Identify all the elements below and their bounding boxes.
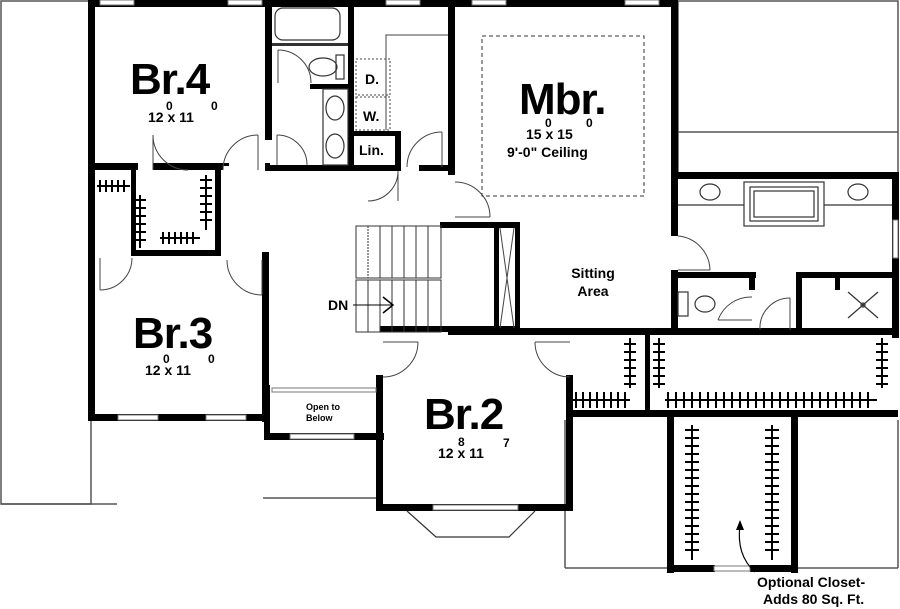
dim-br4-width-in: 0 <box>166 99 173 113</box>
dim-br4: 12 x 11 <box>148 110 194 124</box>
walls <box>88 0 899 573</box>
laundry-appliances <box>355 58 391 131</box>
room-label-br3: Br.3 <box>133 309 213 358</box>
dim-br3-length-in: 0 <box>208 352 215 366</box>
dim-sep: x <box>164 362 173 378</box>
dim-br4-width: 12 <box>148 109 164 125</box>
dim-br2: 12 x 11 <box>438 446 484 460</box>
dim-mbr-length-in: 0 <box>586 116 593 130</box>
stairs-down-label: DN <box>328 297 349 313</box>
dim-br3-width: 12 <box>145 362 161 378</box>
sitting-line1: Sitting <box>571 265 615 281</box>
tray-ceiling-outline <box>481 35 645 197</box>
sitting-area-label: Sitting Area <box>563 264 623 300</box>
dim-br3: 12 x 11 <box>145 363 191 377</box>
dim-sep: x <box>167 109 176 125</box>
stairs <box>353 225 442 333</box>
sitting-line2: Area <box>577 283 609 299</box>
dim-br4-length: 11 <box>179 109 194 125</box>
mbr-ceiling-note: 9'-0" Ceiling <box>507 144 588 160</box>
dim-sep: x <box>545 126 554 142</box>
dim-mbr-width-in: 0 <box>545 116 552 130</box>
open-line1: Open to <box>306 402 340 412</box>
closet-rods <box>97 175 888 560</box>
note-line2: Adds 80 Sq. Ft. <box>763 591 865 607</box>
dim-mbr: 15 x 15 <box>526 127 573 141</box>
dim-br2-width: 12 <box>438 445 454 461</box>
open-to-below-label: Open to Below <box>306 402 340 424</box>
dim-br3-length: 11 <box>176 362 191 378</box>
dim-sep: x <box>457 445 466 461</box>
master-bath-fixtures <box>677 181 892 319</box>
washer-label: W. <box>363 108 380 124</box>
dim-mbr-length: 15 <box>557 126 573 142</box>
linen-label: Lin. <box>359 142 384 158</box>
dim-mbr-width: 15 <box>526 126 542 142</box>
note-line1: Optional Closet- <box>757 574 866 590</box>
note-arrow <box>738 524 756 573</box>
hall-bath-fixtures <box>274 7 349 166</box>
windows <box>99 0 899 572</box>
open-line2: Below <box>306 413 333 423</box>
dim-br2-length: 11 <box>469 445 484 461</box>
dim-br4-length-in: 0 <box>211 99 218 113</box>
dim-br3-width-in: 0 <box>163 352 170 366</box>
room-label-br2: Br.2 <box>424 390 504 439</box>
dryer-label: D. <box>365 71 379 87</box>
optional-closet-note: Optional Closet- Adds 80 Sq. Ft. <box>757 574 865 608</box>
room-label-br4: Br.4 <box>130 55 210 104</box>
door-swings <box>99 49 791 378</box>
stair-closet <box>499 227 515 329</box>
dim-br2-length-in: 7 <box>503 436 510 450</box>
bay-window <box>406 510 536 538</box>
dim-br2-width-in: 8 <box>458 435 465 449</box>
room-label-mbr: Mbr. <box>519 75 606 124</box>
